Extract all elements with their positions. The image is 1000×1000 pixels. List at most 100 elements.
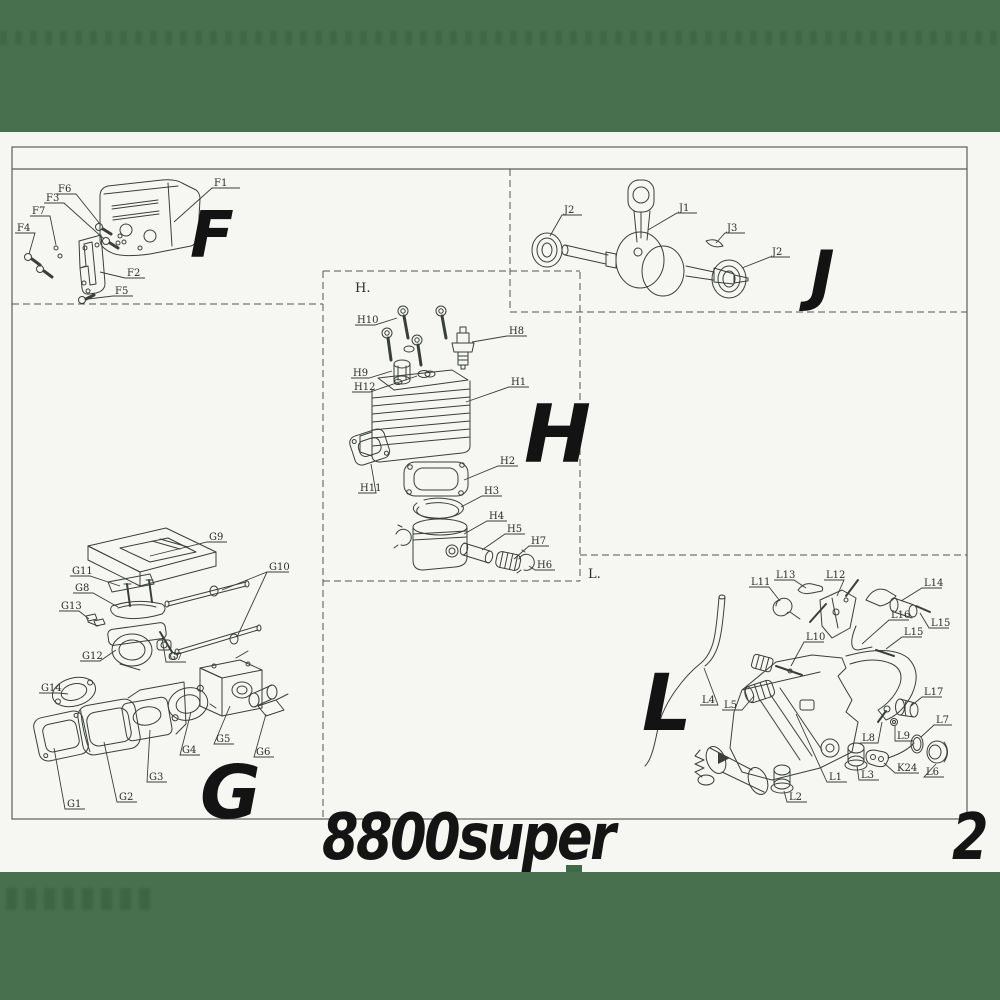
part-label-g3: G3 xyxy=(149,772,163,783)
part-label-f6: F6 xyxy=(58,184,71,195)
circlip-h6-left xyxy=(393,524,412,549)
section-l-labels: L11 L13 L12 L14 L16 L15 L15 L10 L4 L5 xyxy=(700,570,952,803)
part-label-h10: H10 xyxy=(357,315,378,326)
piston-pin-h5 xyxy=(459,542,494,564)
exhaust-gasket-h11 xyxy=(349,428,391,466)
top-band xyxy=(0,0,1000,132)
needle-bearing-h7 xyxy=(495,551,522,572)
section-f-labels: F6 F3 F7 F4 F1 F2 F5 xyxy=(15,178,240,300)
part-label-l10: L10 xyxy=(806,632,825,643)
part-label-g4: G4 xyxy=(182,745,196,756)
diagram-sheet xyxy=(0,132,1000,872)
part-label-l12: L12 xyxy=(826,570,845,581)
part-label-l17: L17 xyxy=(924,687,943,698)
part-label-l15-lower: L15 xyxy=(904,627,923,638)
buffer-l3 xyxy=(844,742,868,771)
section-letter-l: L xyxy=(642,659,692,749)
part-label-l9: L9 xyxy=(897,731,910,742)
rod-l16 xyxy=(851,625,873,651)
top-band-ghost-print xyxy=(0,31,1000,45)
part-label-f4: F4 xyxy=(17,223,30,234)
part-label-l4: L4 xyxy=(702,695,715,706)
pin-l15-lower xyxy=(875,649,895,657)
part-label-h5: H5 xyxy=(507,524,522,535)
stud-g7 xyxy=(159,631,178,660)
screw-l8 xyxy=(877,705,891,723)
frame-plate-g2 xyxy=(77,698,141,756)
print-artifact-square xyxy=(566,865,582,874)
carburetor-g5 xyxy=(199,650,263,717)
flange-gasket-g4 xyxy=(167,684,209,722)
part-label-h3: H3 xyxy=(484,486,499,497)
crankshaft-j1 xyxy=(561,179,749,297)
trigger-assembly-l12 xyxy=(809,579,859,639)
bottom-band-ghost-print xyxy=(6,888,156,910)
section-j-labels: J2 J1 J3 J2 xyxy=(549,203,790,269)
section-h-labels: H10 H9 H12 H8 H1 H11 H2 H3 H4 H5 xyxy=(351,315,555,571)
manifold-g12 xyxy=(107,622,172,671)
part-label-j2-right: J2 xyxy=(771,247,782,258)
part-label-l13: L13 xyxy=(776,570,795,581)
gasket-g1 xyxy=(33,710,89,762)
part-label-h12: H12 xyxy=(354,382,375,393)
cylinder-h1 xyxy=(359,369,471,463)
connector-g6 xyxy=(248,684,289,717)
buffer-l17 xyxy=(895,698,919,718)
piston-h4 xyxy=(412,518,468,571)
part-label-g11: G11 xyxy=(72,566,93,577)
bolt-l10 xyxy=(750,653,803,676)
part-label-k24: K24 xyxy=(897,763,917,774)
part-label-g5: G5 xyxy=(216,734,230,745)
part-label-h8: H8 xyxy=(509,326,524,337)
part-label-g6: G6 xyxy=(256,747,270,758)
part-label-f7: F7 xyxy=(32,206,45,217)
spring-l11 xyxy=(772,597,801,620)
part-label-j3: J3 xyxy=(726,223,737,234)
grommet-k24 xyxy=(865,742,915,768)
part-label-l8: L8 xyxy=(862,733,875,744)
frame-lines xyxy=(11,146,968,820)
part-label-l15-upper: L15 xyxy=(931,618,950,629)
part-label-g1: G1 xyxy=(67,799,81,810)
circlip-h6-right xyxy=(516,549,535,574)
choke-lever-l14 xyxy=(865,588,918,619)
part-label-g12: G12 xyxy=(82,651,103,662)
latch-l13 xyxy=(797,583,824,595)
spark-plug-h8 xyxy=(451,326,475,370)
bottom-band xyxy=(0,872,1000,1000)
part-label-f5: F5 xyxy=(115,286,128,297)
part-label-l14: L14 xyxy=(924,578,943,589)
part-label-l7: L7 xyxy=(936,715,949,726)
part-label-l6: L6 xyxy=(926,767,939,778)
part-label-l16: L16 xyxy=(891,610,910,621)
section-tag-l: L. xyxy=(588,567,601,582)
section-f: F6 F3 F7 F4 F1 F2 F5 F xyxy=(15,178,240,304)
part-label-l2: L2 xyxy=(789,792,802,803)
cap-l6 xyxy=(926,740,948,764)
part-label-j1: J1 xyxy=(678,203,689,214)
part-label-g9: G9 xyxy=(209,532,223,543)
section-tag-h: H. xyxy=(355,281,370,296)
section-g: G9 G10 G11 G8 G13 G12 G7 G14 G5 G6 xyxy=(33,527,290,836)
part-label-h6: H6 xyxy=(537,560,552,571)
part-label-g13: G13 xyxy=(61,601,82,612)
fuel-line-l4 xyxy=(644,594,726,767)
section-letter-j: J xyxy=(799,237,835,314)
bearing-left-j2 xyxy=(531,232,563,268)
decomp-plug-h9 xyxy=(393,359,411,385)
part-label-h7: H7 xyxy=(531,536,546,547)
part-label-f2: F2 xyxy=(127,268,140,279)
rods-g10 xyxy=(164,580,262,656)
section-j: J2 J1 J3 J2 J xyxy=(531,179,835,314)
part-label-g7: G7 xyxy=(168,652,182,663)
part-label-h2: H2 xyxy=(500,456,515,467)
base-gasket-h2 xyxy=(403,461,469,497)
part-label-g14: G14 xyxy=(41,683,62,694)
gasket-g14 xyxy=(51,676,97,708)
part-label-h9: H9 xyxy=(353,368,368,379)
part-label-h1: H1 xyxy=(511,377,526,388)
pin-l15-upper xyxy=(915,605,931,613)
page-number: 2 xyxy=(952,801,988,875)
muffler-screws xyxy=(24,223,127,304)
part-label-j2-left: J2 xyxy=(563,205,574,216)
